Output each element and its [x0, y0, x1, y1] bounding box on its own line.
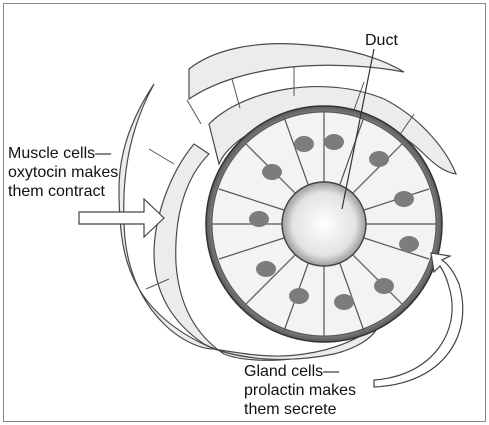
alveolus-illustration: [4, 4, 485, 421]
muscle-label-line-2: oxytocin makes: [8, 163, 118, 182]
muscle-label-line-1: Muscle cells—: [8, 144, 118, 163]
gland-cells-label: Gland cells— prolactin makes them secret…: [244, 362, 356, 419]
gland-label-line-2: prolactin makes: [244, 381, 356, 400]
duct-label-text: Duct: [365, 31, 398, 50]
gland-label-line-3: them secrete: [244, 400, 356, 419]
muscle-label-line-3: them contract: [8, 182, 118, 201]
duct-label: Duct: [365, 31, 398, 50]
duct-lumen: [282, 182, 366, 266]
gland-label-line-1: Gland cells—: [244, 362, 356, 381]
muscle-cells-label: Muscle cells— oxytocin makes them contra…: [8, 144, 118, 201]
diagram-frame: Duct Muscle cells— oxytocin makes them c…: [3, 3, 486, 422]
